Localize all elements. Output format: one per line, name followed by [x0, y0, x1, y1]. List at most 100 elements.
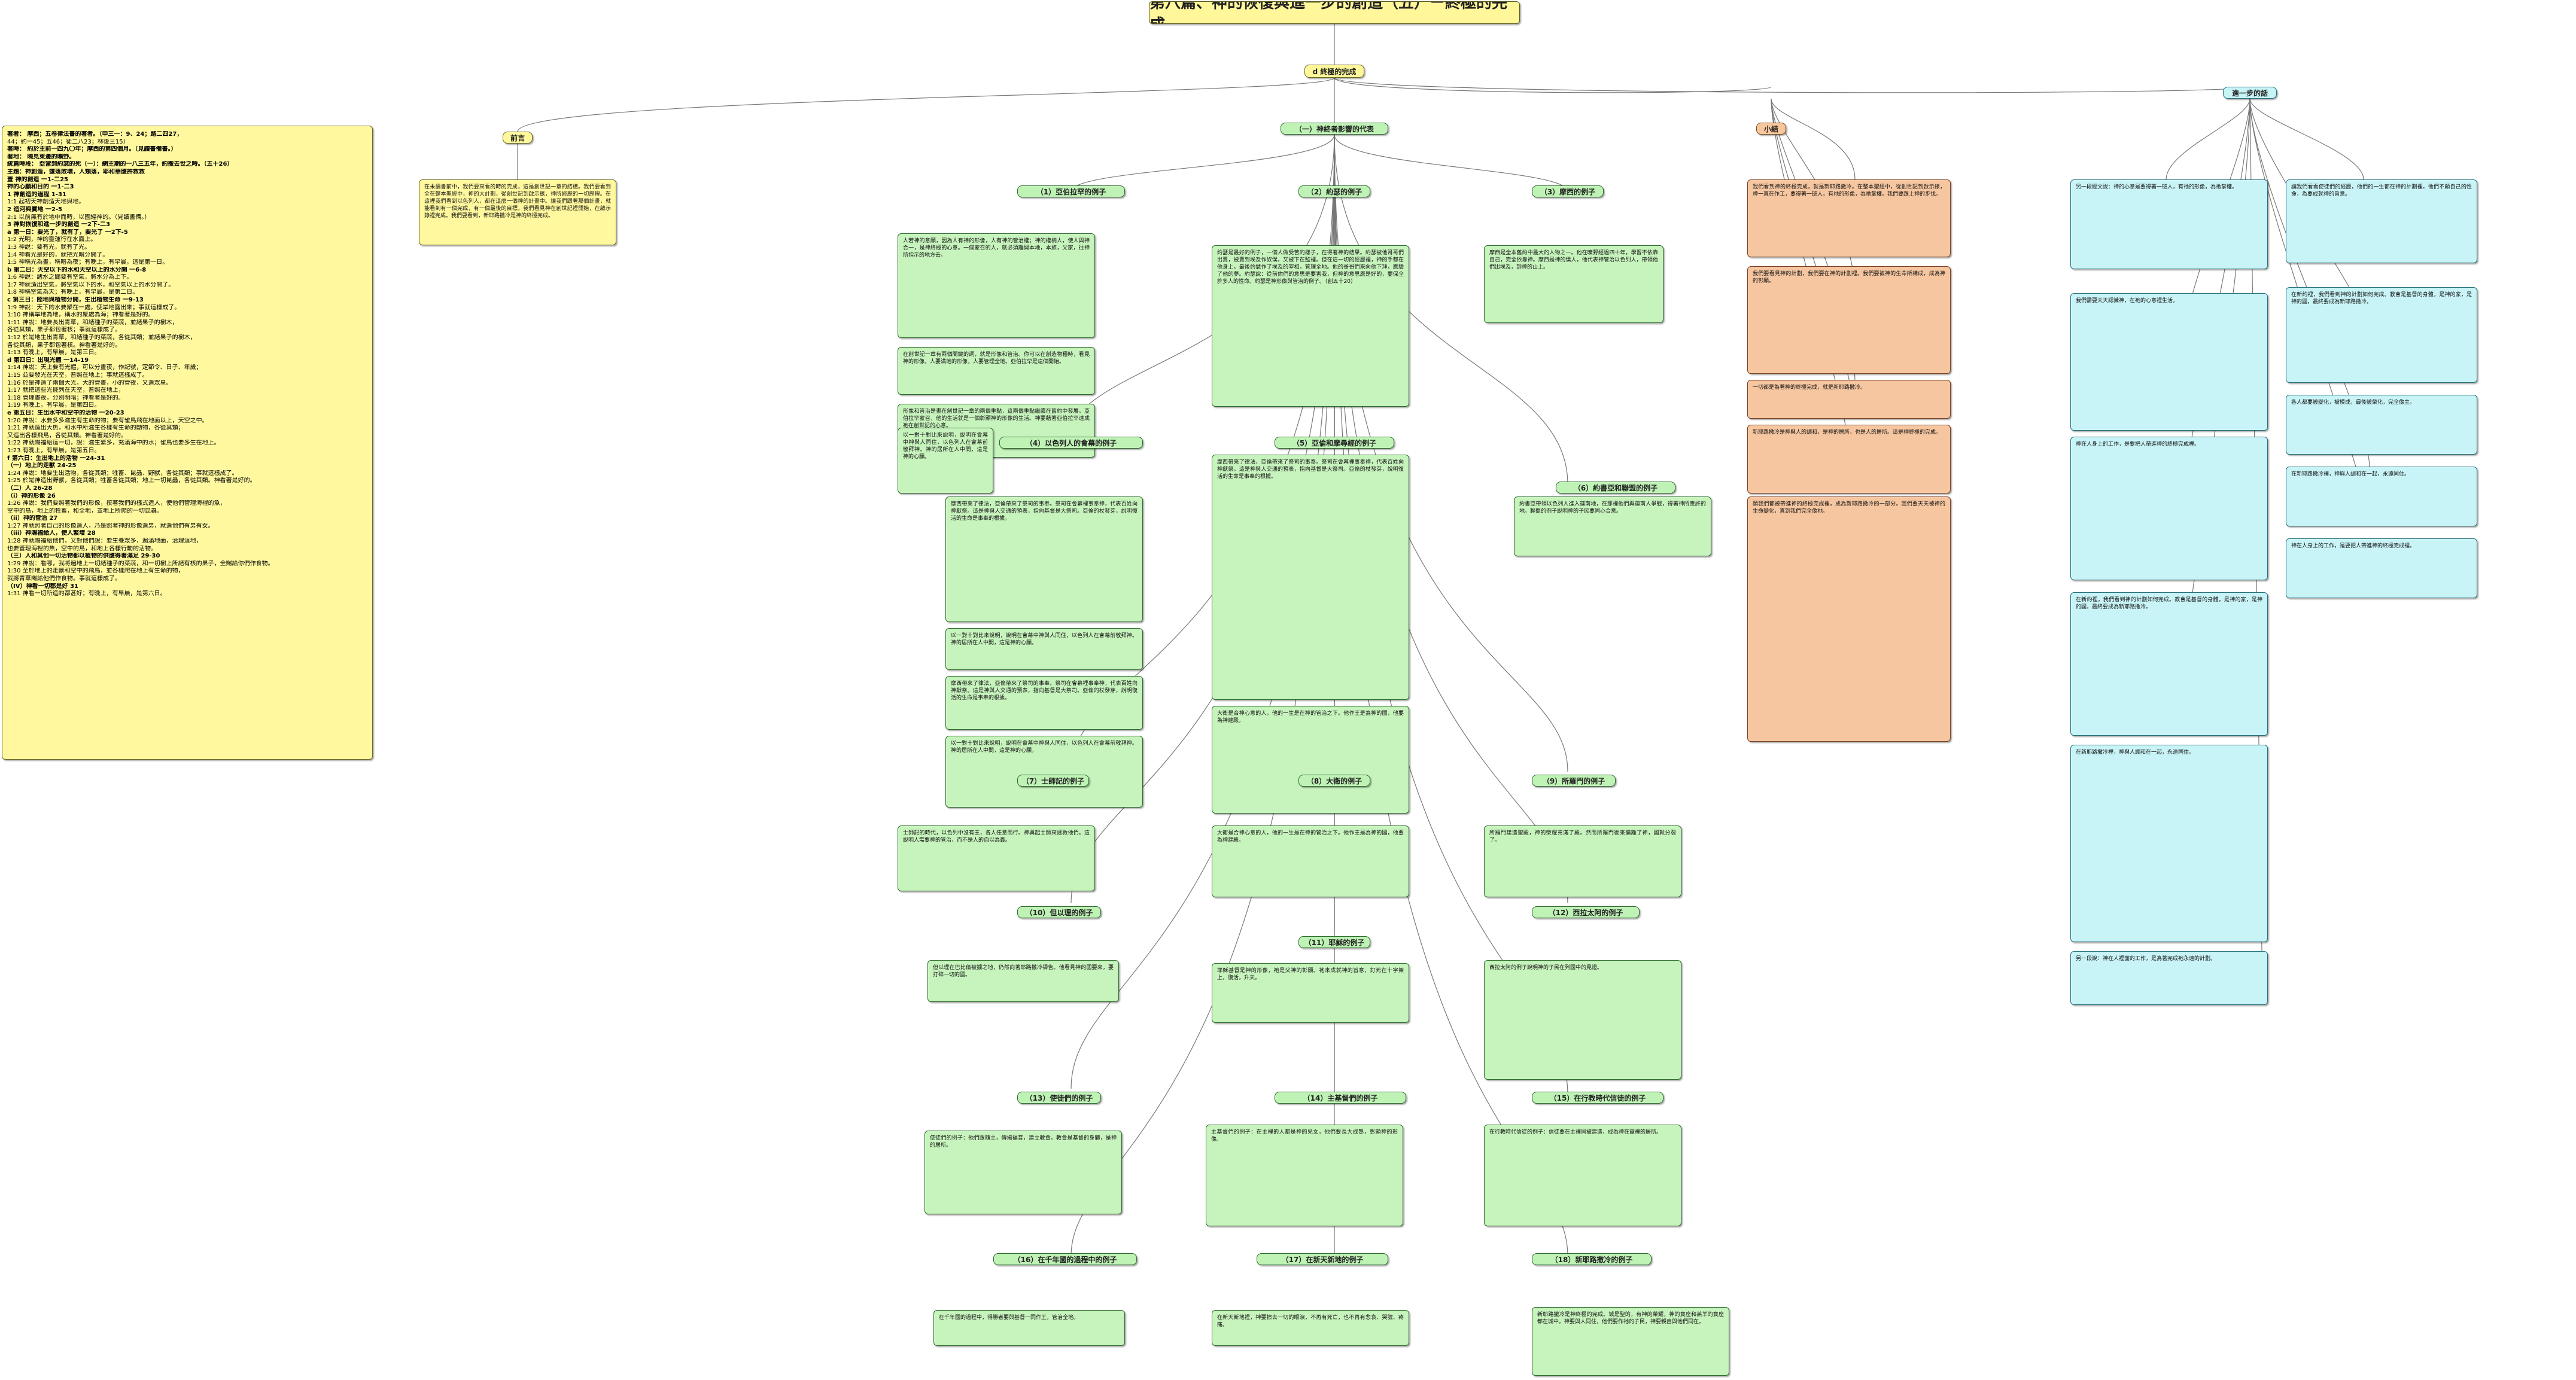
- joseph-text: 約瑟是最好的例子，一個人做受苦的樣子，在得著神的結果。約瑟被他哥哥們出賣，被賣到…: [1212, 245, 1409, 407]
- group-david[interactable]: （8）大衛的例子: [1298, 775, 1370, 787]
- tabernacle-text-4: 摩西帶來了律法，亞倫帶來了祭司的事奉。祭司在會幕裡事奉神，代表百姓向神獻祭。這是…: [945, 676, 1143, 730]
- outline-line: 1:5 神稱光為畫，稱暗為夜；有晚上，有早晨，這是第一日。: [7, 259, 169, 266]
- further-text-8: 在新約裡，我們看到神的計劃如何完成。教會是基督的身體，是神的家，是神的國，最終要…: [2070, 592, 2268, 736]
- outline-line: （iii）神賜福給人，使人繁增 28: [7, 530, 96, 537]
- moses-text: 摩西是全本舊約中最大的人物之一。他在曠野經過四十年，學習不依靠自己，完全依靠神。…: [1484, 245, 1663, 323]
- outline-line: 我將青草賜給他們作食物。事就這樣成了。: [7, 575, 121, 583]
- outline-line: 著地： 曉見東邊的曠野。: [7, 153, 75, 160]
- summary-text-5: 願我們都被帶進神的終極完成裡，成為新耶路撒冷的一部分。我們要天天被神的生命變化，…: [1747, 496, 1951, 742]
- outline-line: 1:3 神說：要有光，就有了光。: [7, 243, 91, 251]
- branch-main[interactable]: （一）神終者影響的代表: [1281, 123, 1388, 135]
- outline-line: 空中的鳥，地上的牲畜，和全地，並地上所爬的一切昆蟲。: [7, 507, 163, 514]
- group-joshua[interactable]: （6）約書亞和聯盟的例子: [1556, 482, 1675, 493]
- solomon-text: 所羅門建造聖殿，神的榮耀充滿了殿。然而所羅門後來偏離了神，國就分裂了。: [1484, 825, 1681, 897]
- outline-line: 2:1 以前無有於地中而時，以國經神的。（見讀書備。）: [7, 214, 151, 221]
- millennium-text: 在千年國的過程中，得勝者要與基督一同作王，管治全地。: [933, 1310, 1125, 1346]
- aaron-text-2: 大衛是合神心意的人，他的一生是在神的管治之下。他作王是為神的國，他要為神建殿。: [1212, 706, 1409, 814]
- group-millennium[interactable]: （16）在千年國的過程中的例子: [993, 1253, 1137, 1265]
- outline-line: 1:15 並要發光在天空，普照在地上；事就這樣成了。: [7, 372, 148, 379]
- root-node[interactable]: d 終極的完成: [1304, 65, 1364, 78]
- group-moses[interactable]: （3）摩西的例子: [1532, 185, 1604, 197]
- abraham-text-2: 在創世記一章有兩個關鍵的詞，就是形像和管治。你可以在創造物種時，看見神的形像。人…: [898, 347, 1095, 395]
- outline-line: 1:9 神說：天下的水要聚在一處，使旱地露出來；事就這樣成了。: [7, 304, 181, 311]
- page-title: 第八篇、神的恢復與進一步的創造（五）－終極的完成: [1149, 1, 1520, 24]
- further-text-7: 在新耶路撒冷裡，神與人調和在一起，永遠同住。: [2286, 467, 2477, 526]
- group-tabernacle[interactable]: （4）以色列人的會幕的例子: [999, 437, 1143, 449]
- group-joseph[interactable]: （2）約瑟的例子: [1298, 185, 1370, 197]
- outline-line: 各從其類，果子都包著核；事就這樣成了。: [7, 327, 121, 334]
- new-heaven-text: 在新天新地裡，神要擦去一切的眼淚，不再有死亡，也不再有悲哀、哭號、疼痛。: [1212, 1310, 1409, 1346]
- tabernacle-text-5: 以一對十對比來說明，說明在會幕中神與人同住，以色列人在會幕前敬拜神。神的居所在人…: [945, 736, 1143, 808]
- judges-text: 士師記的時代，以色列中沒有王，各人任意而行。神興起士師來拯救他們。這說明人需要神…: [898, 825, 1095, 891]
- branch-further[interactable]: 進一步的話: [2223, 87, 2277, 99]
- outline-line: 也要管理海裡的魚，空中的鳥，和地上各樣行動的活物。: [7, 545, 157, 552]
- outline-line: 1:21 神就造出大魚，和水中所滋生各樣有生命的動物，各從其類；: [7, 425, 184, 432]
- outline-line: （一）地上的走獸 24-25: [7, 462, 77, 470]
- daniel-text: 但以理在巴比倫被擄之地，仍然向著耶路撒冷禱告。他看見神的國要來，要打碎一切的國。: [927, 960, 1119, 1002]
- outline-panel: 著者： 摩西；五卷律法書的著者。（申三一：9、24；路二四27，44；約一45；…: [2, 126, 373, 760]
- outline-line: 統篇時段： 亞當到約瑟的死（一）：網主期的一八三五年，約撒去世之時。（五十26）: [7, 161, 233, 168]
- new-jerusalem-text: 新耶路撒冷是神終極的完成。城是聖的，有神的榮耀，神的寶座和羔羊的寶座都在城中。神…: [1532, 1307, 1729, 1376]
- outline-line: （ii）神的管治 27: [7, 515, 58, 522]
- group-solomon[interactable]: （9）所羅門的例子: [1532, 775, 1616, 787]
- further-text-11: 另一段說：神在人裡面的工作，是為著完成祂永遠的計劃。: [2070, 951, 2268, 1005]
- group-new-heaven[interactable]: （17）在新天新地的例子: [1257, 1253, 1388, 1265]
- outline-line: 1:28 神就賜福給他們，又對他們說：要生養眾多，遍滿地面，治理這地，: [7, 538, 202, 545]
- outline-line: 1:19 有晚上，有早晨，是第四日。: [7, 402, 101, 409]
- apostles-text: 使徒們的例子：他們跟隨主，傳揚福音，建立教會。教會是基督的身體，是神的居所。: [924, 1131, 1122, 1214]
- jesus-text: 耶穌基督是神的形像，祂是父神的彰顯。祂來成就神的旨意，釘死在十字架上，復活，升天…: [1212, 963, 1409, 1023]
- outline-line: 1:18 管理晝夜，分別明暗；神看著是好的。: [7, 394, 124, 401]
- outline-line: 44；約一45；五46；徒二八23；林後三15）: [7, 138, 129, 145]
- outline-line: （二）人 26-28: [7, 485, 53, 492]
- outline-line: 1:7 神就造出空氣，將空氣以下的水，和空氣以上的水分開了。: [7, 281, 175, 288]
- outline-line: 1:31 神看一切所造的都甚好；有晚上，有早晨，是第六日。: [7, 590, 166, 598]
- summary-text-4: 新耶路撒冷是神與人的調和，是神的居所，也是人的居所。這是神終極的完成。: [1747, 425, 1951, 493]
- group-christians[interactable]: （14）主基督們的例子: [1275, 1092, 1406, 1104]
- group-silas[interactable]: （12）西拉太阿的例子: [1532, 906, 1640, 918]
- outline-line: 1:24 神說：地要生出活物，各從其類；牲畜、昆蟲、野獸，各從其類；事就這樣成了…: [7, 470, 238, 477]
- group-new-jerusalem[interactable]: （18）新耶路撒冷的例子: [1532, 1253, 1652, 1265]
- group-apostles[interactable]: （13）使徒們的例子: [1017, 1092, 1101, 1104]
- silas-text: 西拉太阿的例子說明神的子民在列國中的見證。: [1484, 960, 1681, 1080]
- outline-line: b 第二日：天空以下的水和天空以上的水分開 一6-8: [7, 266, 147, 273]
- outline-line: 1:20 神說：水要多多滋生有生命的物；要有雀鳥飛在地面以上，天空之中。: [7, 417, 208, 424]
- further-text-4: 在新約裡，我們看到神的計劃如何完成。教會是基督的身體，是神的家，是神的國，最終要…: [2286, 287, 2477, 383]
- outline-line: （三）人和其他一切活物都以植物的供應得著滿足 29-30: [7, 553, 160, 560]
- group-church-age[interactable]: （15）在行教時代信徒的例子: [1532, 1092, 1663, 1104]
- branch-summary[interactable]: 小結: [1756, 123, 1786, 135]
- outline-line: 神的心願和目的 一1-二3: [7, 184, 74, 191]
- intro-text: 在未讀書前中，我們要來看的時的完成，這是創世記一章的結構。我們要看到全在整本聖經…: [419, 179, 616, 245]
- tabernacle-text-1: 以一對十對比來說明，說明在會幕中神與人同住，以色列人在會幕前敬拜神。神的居所在人…: [898, 428, 993, 493]
- outline-line: 3 神對恢復和進一步的創造 一2下-二3: [7, 221, 110, 229]
- outline-line: 各從其類，果子都包著核。神看著是好的。: [7, 342, 121, 349]
- outline-line: 2 造河與寶地 一2-5: [7, 206, 62, 213]
- outline-line: d 第四日：出現光體 一14-19: [7, 357, 89, 364]
- group-judges[interactable]: （7）士師記的例子: [1017, 775, 1089, 787]
- branch-intro[interactable]: 前言: [503, 132, 533, 144]
- outline-line: e 第五日：生出水中和空中的活物 一20-23: [7, 409, 124, 416]
- outline-line: （i）神的形像 26: [7, 492, 56, 499]
- outline-line: 1:11 神說：地要長出青草，和結種子的菜蔬，並結果子的樹木，: [7, 319, 178, 326]
- abraham-text-1: 人若神的意願，因為人有神的形像，人有神的管治權；神的權柄人，使人與神合一，是神終…: [898, 233, 1095, 338]
- outline-line: 1:25 於是神造出野獸，各從其類；牲畜各從其類；地上一切昆蟲，各從其類。神看著…: [7, 477, 256, 485]
- outline-line: 壹 神的創造 一1-二25: [7, 176, 68, 183]
- group-daniel[interactable]: （10）但以理的例子: [1017, 906, 1101, 918]
- outline-line: 1:12 於是地生出青草，和結種子的菜蔬，各從其類；並結果子的樹木，: [7, 334, 196, 342]
- outline-line: 1:2 光明，神的靈運行在水面上。: [7, 236, 97, 243]
- tabernacle-text-3: 以一對十對比來說明，說明在會幕中神與人同住，以色列人在會幕前敬拜神。神的居所在人…: [945, 628, 1143, 670]
- david-text: 大衛是合神心意的人，他的一生是在神的管治之下。他作王是為神的國，他要為神建殿。: [1212, 825, 1409, 897]
- further-text-2: 讓我們看看使徒們的經歷，他們的一生都在神的計劃裡。他們不顧自己的性命，為要成就神…: [2286, 179, 2477, 263]
- outline-line: 1:29 神說：看哪，我將遍地上一切結種子的菜蔬，和一切樹上所結有核的果子，全賜…: [7, 560, 274, 567]
- group-aaron[interactable]: （5）亞倫和摩尋經的例子: [1275, 437, 1394, 449]
- group-jesus[interactable]: （11）耶穌的例子: [1298, 936, 1370, 948]
- outline-line: a 第一日：要光了，就有了，要光了 一2下-5: [7, 229, 128, 236]
- joshua-text: 約書亞帶領以色列人進入迦南地，在那裡他們與迦南人爭戰，得著神所應許的地。聯盟的例…: [1514, 496, 1711, 556]
- further-text-10: 在新耶路撒冷裡，神與人調和在一起，永遠同住。: [2070, 745, 2268, 942]
- group-abraham[interactable]: （1）亞伯拉罕的例子: [1017, 185, 1125, 197]
- outline-line: 1:22 神就賜福給這一切，說：滋生繁多，充滿海中的水；雀鳥也要多生在地上。: [7, 440, 220, 447]
- further-text-5: 各人都要被變化，被模成，最後被榮化，完全像主。: [2286, 395, 2477, 455]
- outline-line: 1:23 有晚上，有早晨，是第五日。: [7, 447, 101, 454]
- summary-text-1: 我們看到神的終極完成，就是新耶路撒冷。在整本聖經中，從創世記到啟示錄，神一直在作…: [1747, 179, 1951, 257]
- tabernacle-text-2: 摩西帶來了律法，亞倫帶來了祭司的事奉。祭司在會幕裡事奉神，代表百姓向神獻祭。這是…: [945, 496, 1143, 622]
- outline-line: 1:8 神稱空氣為天；有晚上，有早晨，是第二日。: [7, 289, 139, 296]
